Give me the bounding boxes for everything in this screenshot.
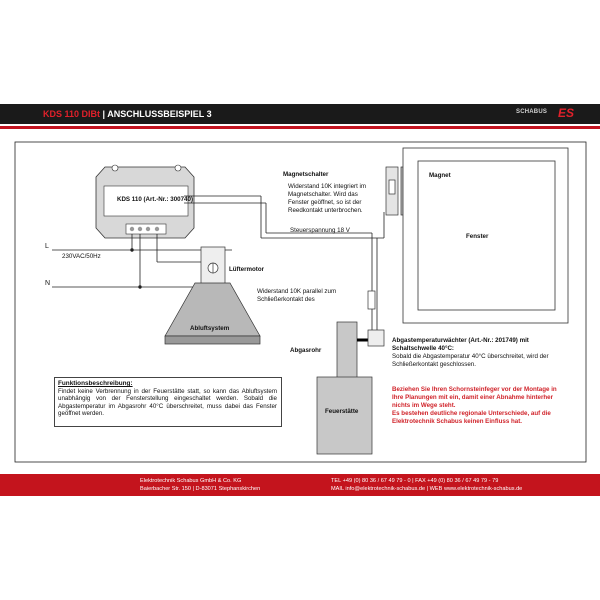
magnet-switch-title: Magnetschalter [283,171,329,178]
flue-label: Abgasrohr [290,347,322,354]
window-frame [402,147,569,324]
device-label: KDS 110 (Art.-Nr.: 300740) [117,196,194,203]
resistor-text-2: Schließerkontakt des [257,296,315,303]
magnet-switch-text-4: Reedkontakt unterbrochen. [288,207,363,214]
voltage-label: 230VAC/50Hz [62,253,101,260]
page-title: KDS 110 DIBt | ANSCHLUSSBEISPIEL 3 [43,104,212,124]
temp-guard-title-2: Schaltschwelle 40°C: [392,345,454,352]
title-text: ANSCHLUSSBEISPIEL 3 [107,109,212,119]
notice-line-1: Beziehen Sie Ihren Schornsteinfeger vor … [392,386,557,393]
footer-address: Baierbacher Str. 150 | D-83071 Stephansk… [140,486,261,492]
company-logo: SCHABUS ES [516,106,575,122]
resistor [367,290,376,310]
exhaust-hood [164,282,261,345]
fan-motor [200,246,226,286]
flue-pipe [336,321,370,386]
temp-guard-title-1: Abgastemperaturwächter (Art.-Nr.: 201749… [392,337,529,344]
notice-line-5: Elektrotechnik Schabus keinen Einfluss h… [392,418,522,425]
function-description-box: Funktionsbeschreibung: Findet keine Verb… [54,377,282,427]
footer-contact-web: MAIL info@elektrotechnik-schabus.de | WE… [331,486,523,492]
footer-company: Elektrotechnik Schabus GmbH & Co. KG [140,478,242,484]
resistor-text-1: Widerstand 10K parallel zum [257,288,337,295]
magnet-label: Magnet [429,172,451,179]
line-n-label: N [45,280,51,287]
magnet-switch-text-1: Widerstand 10K integriert im [288,183,367,190]
control-voltage-label: Steuerspannung 18 V [290,227,350,234]
function-description-title: Funktionsbeschreibung: [58,380,133,387]
temperature-guard [367,329,385,347]
exhaust-label: Abluftsystem [190,325,230,332]
magnet-switch-text-2: Magnetschalter. Wird das [288,191,358,198]
temp-guard-text-1: Sobald die Abgastemperatur 40°C überschr… [392,353,549,360]
notice-line-2: Ihre Planungen mit ein, damit einer Abna… [392,394,554,401]
header-accent-line [0,126,600,129]
diagram-frame [14,141,587,463]
footer-phone: TEL +49 (0) 80 36 / 67 49 79 - 0 | FAX +… [331,478,499,484]
title-separator: | [100,109,108,119]
line-l-label: L [45,243,49,250]
notice-line-4: Es bestehen deutliche regionale Untersch… [392,410,551,417]
model-name: KDS 110 DIBt [43,109,101,119]
stove-label: Feuerstätte [325,408,359,415]
temp-guard-text-2: Schließerkontakt geschlossen. [392,361,476,368]
fan-label: Lüftermotor [229,266,265,273]
logo-mark: ES [558,106,575,120]
control-wires [184,195,385,330]
footer-bar: Elektrotechnik Schabus GmbH & Co. KG Bai… [0,474,600,496]
kds110-device [95,164,195,239]
notice-line-3: nichts im Wege steht. [392,402,456,409]
function-description-text: Findet keine Verbrennung in der Feuerstä… [58,388,277,418]
magnet-switch-text-3: Fenster geöffnet, so ist der [288,199,362,206]
logo-wordmark: SCHABUS [516,109,548,115]
window-label: Fenster [466,233,489,240]
header-bar: KDS 110 DIBt | ANSCHLUSSBEISPIEL 3 SCHAB… [0,104,600,124]
stove [316,376,373,455]
